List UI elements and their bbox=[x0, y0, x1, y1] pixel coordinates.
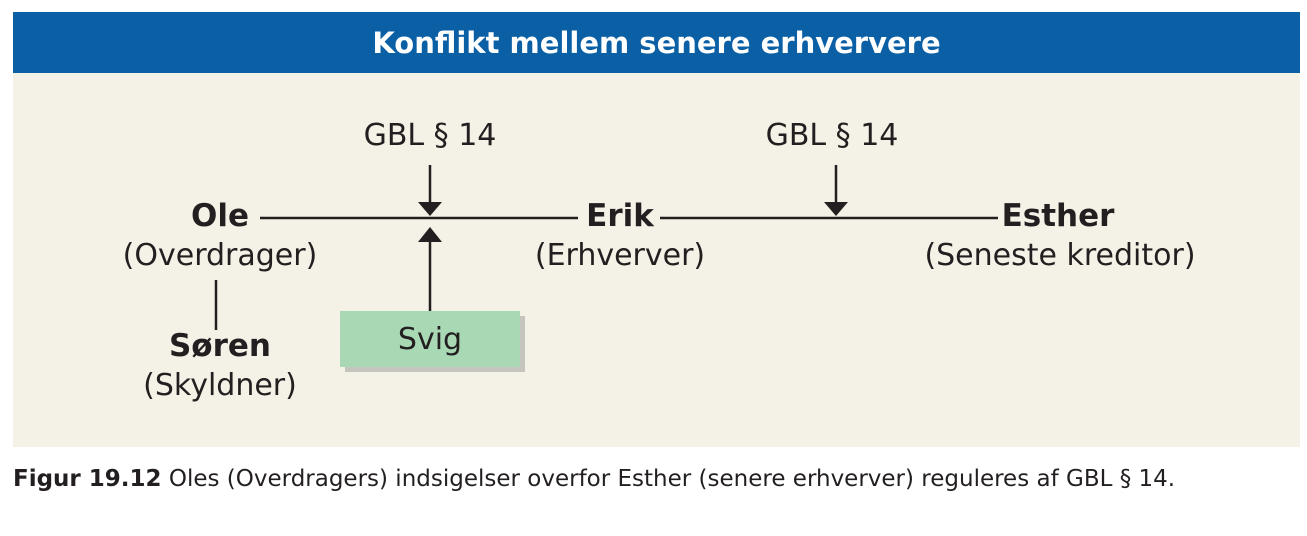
node-soren-role: (Skyldner) bbox=[143, 368, 297, 403]
node-ole-name: Ole bbox=[190, 198, 249, 234]
figure-caption-text: Oles (Overdragers) indsigelser overfor E… bbox=[168, 466, 1176, 492]
figure-number: Figur 19.12 bbox=[13, 466, 162, 492]
arrow-left-law-head bbox=[418, 202, 442, 216]
figure-caption: Figur 19.12 Oles (Overdragers) indsigels… bbox=[13, 463, 1193, 496]
node-soren-name: Søren bbox=[168, 328, 271, 364]
law-label-right: GBL § 14 bbox=[765, 118, 899, 153]
diagram-title: Konflikt mellem senere erhververe bbox=[372, 25, 941, 60]
law-label-left: GBL § 14 bbox=[363, 118, 497, 153]
node-esther-name: Esther bbox=[1001, 198, 1115, 234]
diagram-header: Konflikt mellem senere erhververe bbox=[13, 12, 1300, 73]
arrow-right-law-head bbox=[824, 202, 848, 216]
arrow-svig-head bbox=[418, 227, 442, 242]
node-ole-role: (Overdrager) bbox=[122, 238, 318, 273]
node-erik-name: Erik bbox=[586, 198, 654, 234]
svig-box: Svig bbox=[340, 311, 520, 367]
diagram-panel bbox=[13, 73, 1300, 447]
node-esther-role: (Seneste kreditor) bbox=[924, 238, 1196, 273]
svig-label: Svig bbox=[397, 321, 463, 357]
node-erik-role: (Erhverver) bbox=[534, 238, 706, 273]
